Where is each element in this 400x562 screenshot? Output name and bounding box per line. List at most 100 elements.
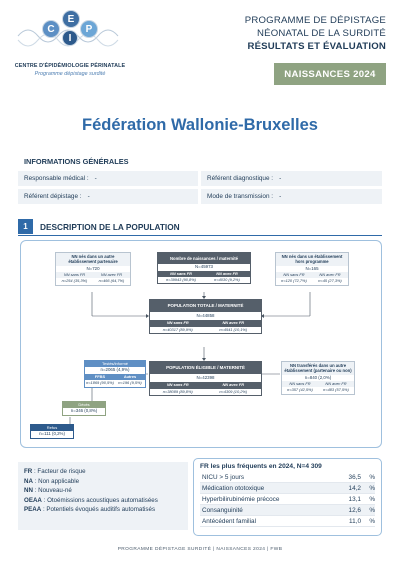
legend-item: NN : Nouveau-né <box>24 486 182 496</box>
fr-value: 11,0 <box>349 517 361 525</box>
table-row: Antécédent familial 11,0 % <box>200 516 375 527</box>
table-row: NICU > 5 jours 36,5 % <box>200 472 375 483</box>
flow-box-values: n=40317 (89,9%) n=4541 (10,1%) <box>150 326 261 333</box>
value-with-fr: n=466 (64,7%) <box>93 278 130 285</box>
flow-box-eligible-population: POPULATION ÉLIGIBLE / MATERNITÉ N=42398 … <box>149 361 262 396</box>
legend-text: : Potentiels évoqués auditifs automatisé… <box>42 506 156 514</box>
legend-item: PEAA : Potentiels évoqués auditifs autom… <box>24 505 182 515</box>
fr-value: 12,6 <box>348 506 361 514</box>
value-with-fr: n=4541 (10,1%) <box>205 326 261 333</box>
logo-letter-e: E <box>62 10 80 28</box>
table-row: Médication ototoxique 14,2 % <box>200 483 375 494</box>
col-head-ffbs: FFBS <box>85 374 115 381</box>
col-head-with-fr: NN avec FR <box>312 272 348 279</box>
flow-box-col-heads: NN sans FR NN avec FR <box>282 381 354 388</box>
fr-value: 13,1 <box>348 495 361 503</box>
flow-box-transferred: NN transférés dans un autre établissemen… <box>281 361 355 395</box>
col-head-without-fr: NN sans FR <box>150 320 206 327</box>
value-with-fr: n=483 (57,5%) <box>318 387 354 394</box>
info-field-transmission: Mode de transmission : - <box>201 189 382 204</box>
fr-unit: % <box>369 506 375 514</box>
abbreviation-legend: FR : Facteur de risque NA : Non applicab… <box>18 462 188 530</box>
table-row: Hyperbilirubinémie précoce 13,1 % <box>200 494 375 505</box>
flow-box-col-heads: NN sans FR NN avec FR <box>276 272 348 279</box>
flow-box-values: n=357 (42,5%) n=483 (57,5%) <box>282 387 354 394</box>
fr-unit: % <box>369 473 375 481</box>
value-with-fr: n=4309 (10,2%) <box>205 388 261 395</box>
col-head-with-fr: NN avec FR <box>205 382 261 389</box>
legend-text: : Otoémissions acoustiques automatisées <box>43 496 158 504</box>
value-others: n=196 (9,5%) <box>115 380 145 387</box>
flow-box-count: N=44858 <box>150 311 261 321</box>
info-label: Référent dépistage : <box>24 193 82 200</box>
legend-item: OEAA : Otoémissions acoustiques automati… <box>24 496 182 506</box>
flow-box-values: n=1869 (90,5%) n=196 (9,5%) <box>85 380 145 387</box>
flow-box-title: NN transférés dans un autre établissemen… <box>282 362 354 375</box>
info-heading: INFORMATIONS GÉNÉRALES <box>24 157 129 166</box>
flow-box-births: Nombre de naissances / maternité N=45973… <box>157 252 251 285</box>
frequent-fr-title: FR les plus fréquents en 2024, N=4 309 <box>200 463 322 470</box>
flow-box-col-heads: NN sans FR NN avec FR <box>150 320 261 327</box>
flow-box-partner: NN nés dans un autre établissement parte… <box>55 252 131 286</box>
value-ffbs: n=1869 (90,5%) <box>85 380 115 387</box>
legend-text: : Facteur de risque <box>33 468 86 475</box>
flow-box-title: NN nés dans un autre établissement parte… <box>56 253 130 266</box>
logo-letter-p: P <box>80 20 98 38</box>
flow-box-count: n=840 (2,0%) <box>282 374 354 382</box>
value-with-fr: n=4030 (9,2%) <box>204 277 250 284</box>
info-value: - <box>279 175 282 182</box>
table-row: Consanguinité 12,6 % <box>200 505 375 516</box>
col-head-without-fr: NN sans FR <box>158 270 204 278</box>
legend-item: NA : Non applicable <box>24 477 182 487</box>
fr-label: Hyperbilirubinémie précoce <box>202 495 280 503</box>
info-value: - <box>94 175 97 182</box>
flow-box-count: n=2065 (4,9%) <box>85 367 145 374</box>
fr-label: Antécédent familial <box>202 517 256 525</box>
info-label: Responsable médical : <box>24 175 89 182</box>
flow-box-col-heads: NN sans FR NN avec FR <box>56 272 130 279</box>
legend-item: FR : Facteur de risque <box>24 467 182 477</box>
legend-text: : Nouveau-né <box>34 487 72 495</box>
col-head-without-fr: NN sans FR <box>150 382 206 389</box>
flow-box-refused: Refus n=111 (0,2%) <box>30 424 74 439</box>
page-footer: PROGRAMME DÉPISTAGE SURDITÉ | NAISSANCES… <box>117 547 283 552</box>
legend-abbr: OEAA <box>24 496 42 504</box>
flow-box-count: N=165 <box>276 265 348 273</box>
fr-label: Consanguinité <box>202 506 243 514</box>
logo-letter-c: C <box>42 20 60 38</box>
flow-box-count: N=720 <box>56 265 130 273</box>
flow-box-title: Refus <box>31 425 73 432</box>
legend-abbr: NN <box>24 487 33 495</box>
info-value: - <box>87 193 90 200</box>
flow-box-title: NN nés dans un établissement hors progra… <box>276 253 348 266</box>
col-head-without-fr: NN sans FR <box>56 272 93 279</box>
fr-value: 14,2 <box>348 484 361 492</box>
flow-box-values: n=39943 (90,8%) n=4030 (9,2%) <box>158 277 250 284</box>
info-label: Mode de transmission : <box>207 193 274 200</box>
col-head-with-fr: NN avec FR <box>204 270 250 278</box>
info-field-screening: Référent dépistage : - <box>18 189 198 204</box>
flow-box-count: N=45973 <box>158 264 250 271</box>
flow-box-col-heads: NN sans FR NN avec FR <box>150 382 261 389</box>
flow-box-values: n=120 (72,7%) n=45 (27,3%) <box>276 278 348 285</box>
info-label: Référent diagnostique : <box>207 175 274 182</box>
header-line-3: RÉSULTATS ET ÉVALUATION <box>247 41 386 52</box>
fr-unit: % <box>369 484 375 492</box>
info-field-diagnostic: Référent diagnostique : - <box>201 171 382 186</box>
col-head-without-fr: NN sans FR <box>276 272 312 279</box>
page-title: Fédération Wallonie-Bruxelles <box>82 116 318 134</box>
col-head-without-fr: NN sans FR <box>282 381 318 388</box>
flow-box-total-population: POPULATION TOTALE / MATERNITÉ N=44858 NN… <box>149 299 262 334</box>
col-head-with-fr: NN avec FR <box>205 320 261 327</box>
cep-logo: C E P I CENTRE D'ÉPIDÉMIOLOGIE PÉRINATAL… <box>14 6 126 94</box>
frequent-risk-factors: FR les plus fréquents en 2024, N=4 309 N… <box>193 458 382 536</box>
header-line-2: NÉONATAL DE LA SURDITÉ <box>257 28 386 39</box>
legend-abbr: NA <box>24 477 33 485</box>
flow-box-title: POPULATION ÉLIGIBLE / MATERNITÉ <box>150 362 261 374</box>
flow-box-count: N=42398 <box>150 373 261 383</box>
col-head-with-fr: NN avec FR <box>318 381 354 388</box>
value-without-fr: n=254 (35,3%) <box>56 278 93 285</box>
col-head-others: Autres <box>115 374 145 381</box>
fr-value: 36,5 <box>348 473 361 481</box>
logo-letter-i: I <box>62 30 78 46</box>
